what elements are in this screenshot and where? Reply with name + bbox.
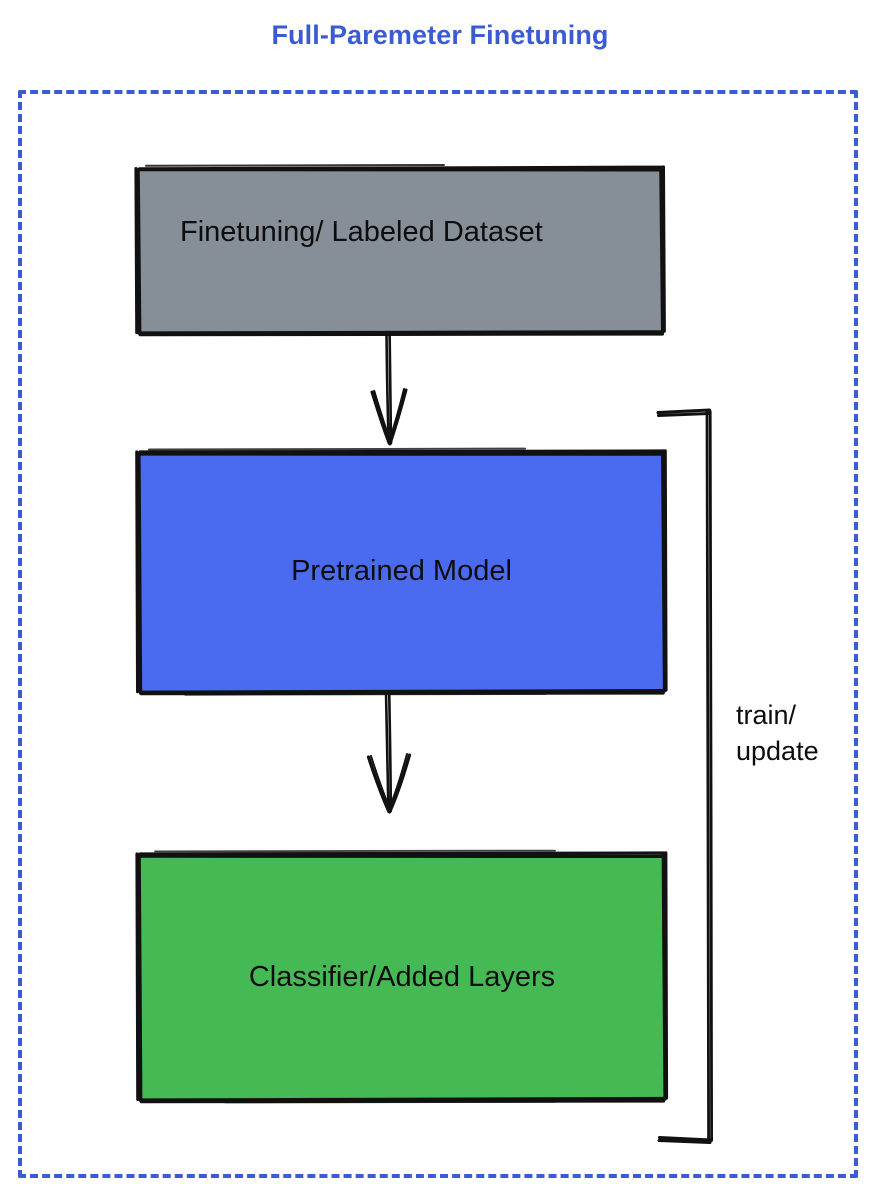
edge-label-train-update: train/ update xyxy=(736,700,819,766)
down-arrow-icon-model-to-classifier xyxy=(366,690,412,814)
diagram-frame xyxy=(18,90,858,1178)
node-classifier-added-layers-sketch-border xyxy=(135,849,669,1104)
bracket-icon-feedback-loop xyxy=(656,408,713,1144)
page-title: Full-Paremeter Finetuning xyxy=(271,20,609,50)
node-pretrained-model[interactable]: Pretrained Model xyxy=(135,447,668,696)
node-pretrained-model-sketch-border xyxy=(135,447,668,696)
node-dataset[interactable]: Finetuning/ Labeled Dataset xyxy=(134,164,666,337)
node-dataset-sketch-border xyxy=(134,164,666,337)
node-classifier-added-layers[interactable]: Classifier/Added Layers xyxy=(135,849,669,1104)
down-arrow-icon-dataset-to-model xyxy=(370,330,408,446)
